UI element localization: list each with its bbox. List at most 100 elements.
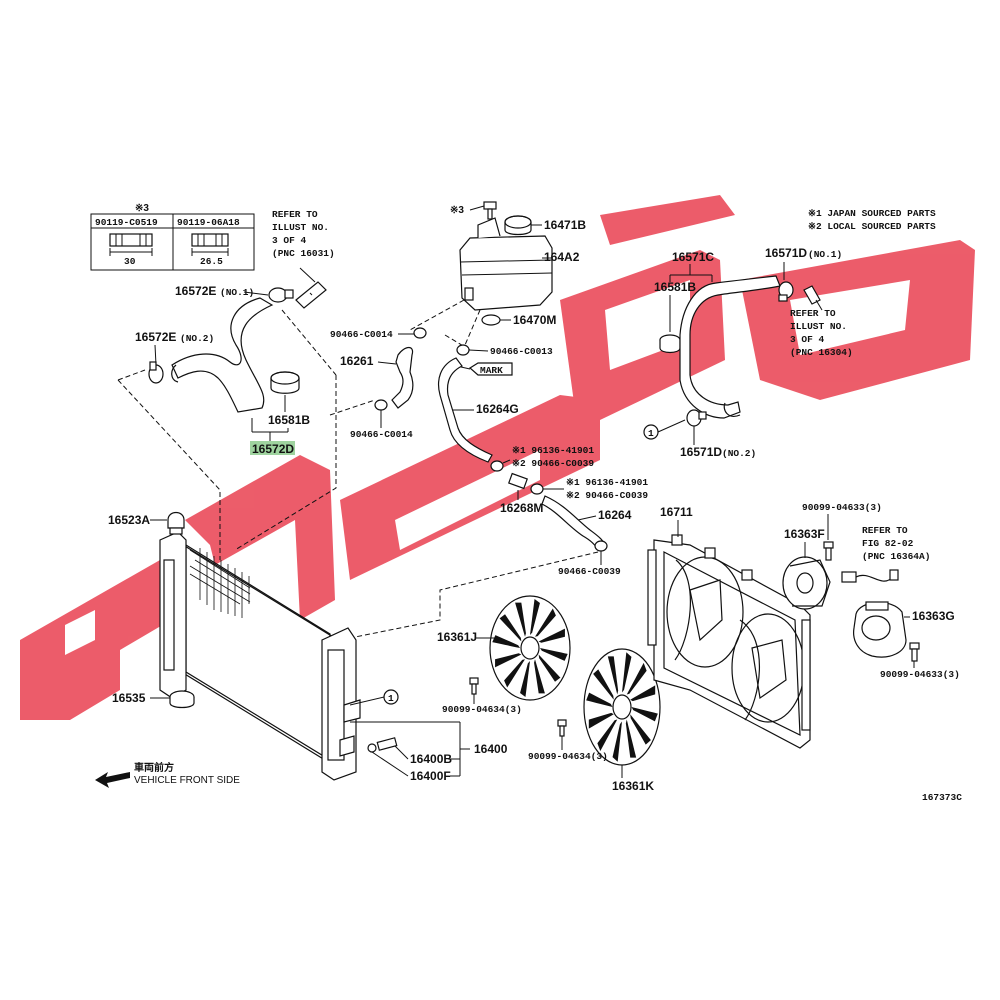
refer-fig-line: REFER TO (862, 525, 908, 536)
hose-clamp-icon (374, 399, 388, 411)
fan-blade-vane (538, 628, 565, 643)
front-direction-en: VEHICLE FRONT SIDE (134, 775, 240, 786)
label-90466-C0014-b: 90466-C0014 (350, 429, 413, 440)
reference-circle-label: 1 (648, 428, 654, 439)
hose-clamp-icon (530, 483, 544, 495)
note-japan: ※1 JAPAN SOURCED PARTS (808, 208, 936, 219)
hose-clamp-icon (778, 281, 794, 302)
label-90099-04634-b: 90099-04634(3) (528, 751, 608, 762)
lower-small-hose (541, 495, 607, 551)
reservoir-cap-icon (504, 215, 532, 236)
figure-number: 167373C (922, 792, 962, 803)
refer-left-line: REFER TO (272, 209, 318, 220)
clip-table: ※3 90119-C0519 90119-06A18 30 (90, 203, 255, 271)
hose-clamp-icon (594, 540, 608, 552)
cap-part-icon (481, 314, 501, 326)
note-local: ※2 LOCAL SOURCED PARTS (808, 221, 936, 232)
label-16571D-no1-sub: (NO.1) (808, 249, 842, 260)
refer-left-line: (PNC 16031) (272, 248, 335, 259)
clip-part-1: 90119-C0519 (95, 217, 158, 228)
label-16572E-no1-sub: (NO.1) (220, 287, 254, 298)
refer-right-line: 3 OF 4 (790, 334, 825, 345)
highlight-box (250, 441, 295, 455)
fan-blade-vane (535, 608, 556, 637)
label-16571D-no1: 16571D (765, 246, 807, 260)
fan-blade-vane (540, 648, 568, 661)
label-16268M: 16268M (500, 501, 543, 515)
mark-tag (468, 362, 513, 376)
radiator-fins (189, 548, 251, 618)
cushion-icon (167, 511, 185, 535)
label-16470M: 16470M (513, 313, 556, 327)
label-16361J: 16361J (437, 630, 477, 644)
fan-blade-vane (588, 712, 614, 729)
reference-circle: 1 (643, 424, 659, 440)
fan-blade-vane (597, 719, 618, 752)
label-16363F: 16363F (784, 527, 825, 541)
label-90466-C0039-b: ※2 90466-C0039 (566, 490, 648, 501)
hose-clamp-icon (686, 409, 707, 427)
fan-blade-vane (520, 661, 530, 698)
fan-blade-vane (625, 719, 637, 758)
label-16581B-left: 16581B (268, 413, 310, 427)
bolt-icon (483, 201, 497, 220)
label-16572D: 16572D (252, 442, 294, 456)
label-16400B: 16400B (410, 752, 452, 766)
refer-fig-line: FIG 82-02 (862, 538, 914, 549)
label-16361K: 16361K (612, 779, 654, 793)
fan-blade-vane (626, 662, 647, 695)
label-90466-C0039-c: 90466-C0039 (558, 566, 621, 577)
refer-left-line: ILLUST NO. (272, 222, 329, 233)
coolant-reservoir (459, 217, 553, 311)
hose-clamp-icon (456, 344, 470, 356)
label-16572E-no2: 16572E (135, 330, 176, 344)
refer-left-line: 3 OF 4 (272, 235, 307, 246)
label-90466-C0014-a: 90466-C0014 (330, 329, 393, 340)
label-16581B-right: 16581B (654, 280, 696, 294)
label-96136-a: ※1 96136-41901 (512, 445, 594, 456)
label-16571C: 16571C (672, 250, 714, 264)
hose-clamp-icon (268, 287, 294, 303)
label-90099-04633-a: 90099-04633(3) (802, 502, 882, 513)
label-16264: 16264 (598, 508, 632, 522)
fan-blade-vane (593, 669, 614, 700)
fan-motor-16363F (782, 556, 831, 610)
front-arrow-icon (95, 772, 130, 788)
refer-note-right: REFER TO ILLUST NO. 3 OF 4 (PNC 16304) (790, 308, 853, 358)
bolt-icon (469, 677, 479, 695)
clip-dim-1: 30 (124, 256, 136, 267)
radiator-core (159, 531, 361, 781)
label-96136-b: ※1 96136-41901 (566, 477, 648, 488)
label-16571D-no2-sub: (NO.2) (722, 448, 756, 459)
fan-blade-vane (530, 598, 540, 635)
clip-part-2: 90119-06A18 (177, 217, 240, 228)
watermark-logo (20, 195, 975, 720)
fan-shroud (647, 534, 811, 749)
label-mark: MARK (480, 365, 503, 376)
fan-blade-vane (630, 714, 651, 745)
label-16264G: 16264G (476, 402, 519, 416)
hose-clamp-icon (413, 327, 427, 339)
label-16400: 16400 (474, 742, 508, 756)
label-16572E-no1: 16572E (175, 284, 216, 298)
fan-blade-vane (612, 721, 622, 762)
pipe-stub-upper (295, 267, 327, 309)
label-16571D-no2: 16571D (680, 445, 722, 459)
refer-note-fig: REFER TO FIG 82-02 (PNC 16364A) (862, 525, 930, 562)
fan-blade-vane (630, 685, 656, 702)
reference-circle-label: 1 (388, 693, 394, 704)
fan-motor-16363G (853, 601, 907, 658)
small-hose (391, 346, 414, 409)
bolt-icon (823, 541, 834, 561)
front-direction-jp: 車両前方 (134, 761, 174, 774)
fan-blade-vane (586, 692, 613, 707)
label-90466-C0039-a: ※2 90466-C0039 (512, 458, 594, 469)
label-164A2: 164A2 (544, 250, 580, 264)
label-16261: 16261 (340, 354, 374, 368)
hose-clamp-icon (490, 460, 504, 472)
refer-note-left: REFER TO ILLUST NO. 3 OF 4 (PNC 16031) (272, 209, 335, 259)
fan-blade-vane (631, 707, 658, 722)
drain-cock-icon (367, 737, 398, 753)
radiator-cap-icon (270, 371, 300, 394)
